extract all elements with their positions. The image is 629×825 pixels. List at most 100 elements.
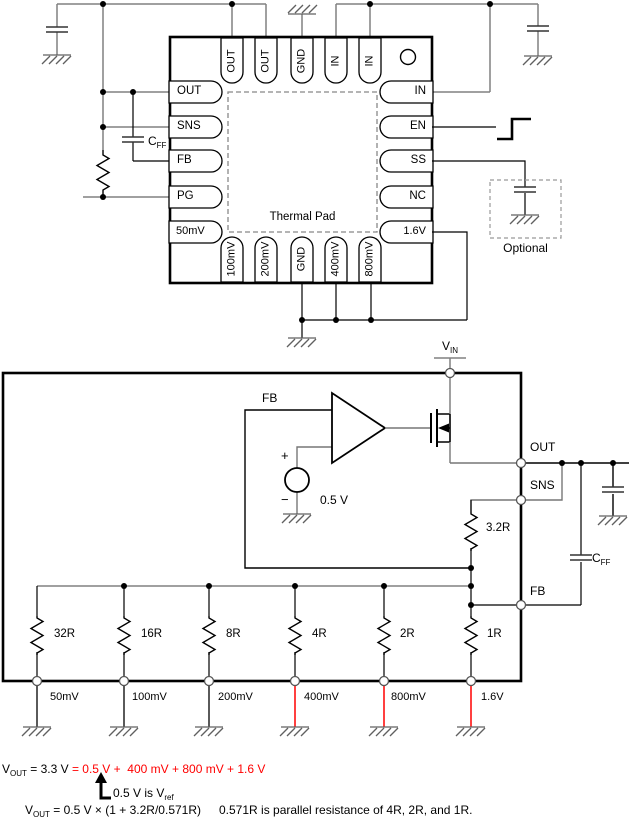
enable-step-signal-icon [497, 117, 531, 141]
ground-icon [108, 726, 139, 737]
vref-value-label: 0.5 V [320, 493, 349, 507]
pin-label-gnd-bottom: GND [295, 246, 308, 272]
ground-up-icon [287, 4, 318, 15]
ground-icon [597, 515, 628, 526]
pin-label-sns: SNS [177, 120, 201, 132]
pin-label-200mv: 200mV [259, 241, 272, 277]
tap-label-50mv: 50mV [50, 691, 79, 703]
pin-label-fb-left: FB [177, 154, 192, 166]
pin-label-out-left: OUT [177, 85, 202, 97]
input-capacitor-left-icon [45, 26, 69, 33]
fb-amp-wires [244, 409, 471, 569]
optional-label: Optional [503, 241, 548, 255]
output-capacitor-icon [601, 486, 625, 493]
resistor-8r-icon [202, 615, 216, 656]
package-junction-dots [100, 1, 493, 323]
cff-label-block: CFF [592, 551, 611, 568]
pin-label-1v6-right: 1.6V [403, 225, 426, 237]
fb-internal-label: FB [262, 391, 278, 405]
equation-red-part: = 0.5 V + 400 mV + 800 mV + 1.6 V [71, 762, 266, 776]
pin-label-100mv: 100mV [225, 241, 238, 277]
parallel-resistance-note: 0.571R is parallel resistance of 4R, 2R,… [219, 803, 473, 817]
resistor-label-2r: 2R [400, 628, 415, 640]
cff-capacitor-package [132, 92, 170, 162]
vref-pointer-arrow-icon [95, 772, 111, 800]
ground-icon [193, 726, 224, 737]
ground-icon [368, 726, 399, 737]
pin-label-in-right: IN [414, 85, 427, 97]
ground-icon [21, 726, 52, 737]
voltage-source-icon [284, 467, 310, 493]
vref-wires [296, 446, 332, 514]
input-capacitor-right-icon [526, 25, 550, 32]
pin-label-400mv: 400mV [329, 241, 342, 277]
tap-ground-wires-black [36, 685, 210, 727]
resistor-16r-icon [117, 615, 131, 656]
tap-label-1v6: 1.6V [481, 691, 504, 703]
resistor-leads [36, 500, 472, 677]
package-top-rails [56, 3, 539, 150]
bottom-ground-net [301, 231, 468, 338]
ground-icon [281, 513, 312, 524]
out-pin-label: OUT [530, 440, 556, 454]
tap-ground-wires-red [294, 685, 472, 727]
thermal-pad-outline [227, 91, 378, 233]
tap-label-100mv: 100mV [132, 691, 167, 703]
error-amplifier-icon [331, 391, 387, 465]
equation-vout-sum: VOUT = 3.3 V = 0.5 V + 400 mV + 800 mV +… [2, 762, 266, 778]
equation-vout-formula: VOUT = 0.5 V × (1 + 3.2R/0.571R)0.571R i… [25, 803, 473, 819]
pin-label-in-top1: IN [329, 55, 342, 67]
cff-capacitor-icon [121, 136, 145, 143]
tap-label-400mv: 400mV [304, 691, 339, 703]
resistor-4r-icon [288, 615, 302, 656]
package-pins [168, 37, 434, 283]
resistor-label-4r: 4R [312, 628, 327, 640]
block-pin-circles [31, 367, 527, 687]
resistor-label-8r: 8R [226, 628, 241, 640]
vin-terminal [434, 357, 466, 369]
minus-sign: − [281, 492, 289, 507]
ss-wire [432, 160, 526, 215]
block-outline [1, 371, 523, 683]
pin-label-pg: PG [177, 190, 194, 202]
resistor-32r-icon [30, 615, 44, 656]
resistor-label-16r: 16R [141, 628, 163, 640]
pin-label-ss: SS [410, 154, 426, 166]
pin-label-50mv: 50mV [176, 225, 205, 237]
pin-label-gnd-top: GND [295, 48, 308, 74]
vin-label: VIN [442, 339, 459, 356]
optional-box-outline [489, 179, 562, 239]
resistor-label-32r: 32R [54, 628, 76, 640]
ground-icon [279, 726, 310, 737]
ground-icon [41, 54, 72, 65]
block-junction-dots [121, 460, 616, 608]
soft-start-capacitor-icon [513, 186, 537, 193]
pin-label-in-top2: IN [363, 55, 376, 67]
fet-source-drain-wires [449, 378, 516, 464]
pin-label-out-top1: OUT [225, 49, 238, 73]
pin1-indicator [399, 48, 417, 66]
cff-label-package: CFF [148, 134, 167, 151]
fb-pin-label: FB [530, 584, 546, 598]
ground-icon [455, 726, 486, 737]
pg-pullup-resistor-icon [96, 150, 110, 197]
ground-icon [286, 337, 317, 348]
cff-net [471, 463, 582, 606]
resistor-label-3p2r: 3.2R [486, 522, 511, 534]
pin-label-800mv: 800mV [363, 241, 376, 277]
cff-capacitor-icon [569, 554, 593, 561]
resistor-1r-icon [464, 615, 478, 656]
tap-label-200mv: 200mV [218, 691, 253, 703]
pin-label-out-top2: OUT [259, 49, 272, 73]
ground-icon [522, 55, 553, 66]
ground-icon [509, 214, 540, 225]
pass-fet-icon [430, 409, 451, 447]
resistor-3p2r-icon [464, 511, 478, 552]
pin-label-nc: NC [409, 190, 426, 202]
package-left-wires [83, 91, 170, 198]
plus-sign: + [281, 448, 289, 463]
sns-pin-label: SNS [530, 478, 555, 492]
tap-label-800mv: 800mV [391, 691, 426, 703]
